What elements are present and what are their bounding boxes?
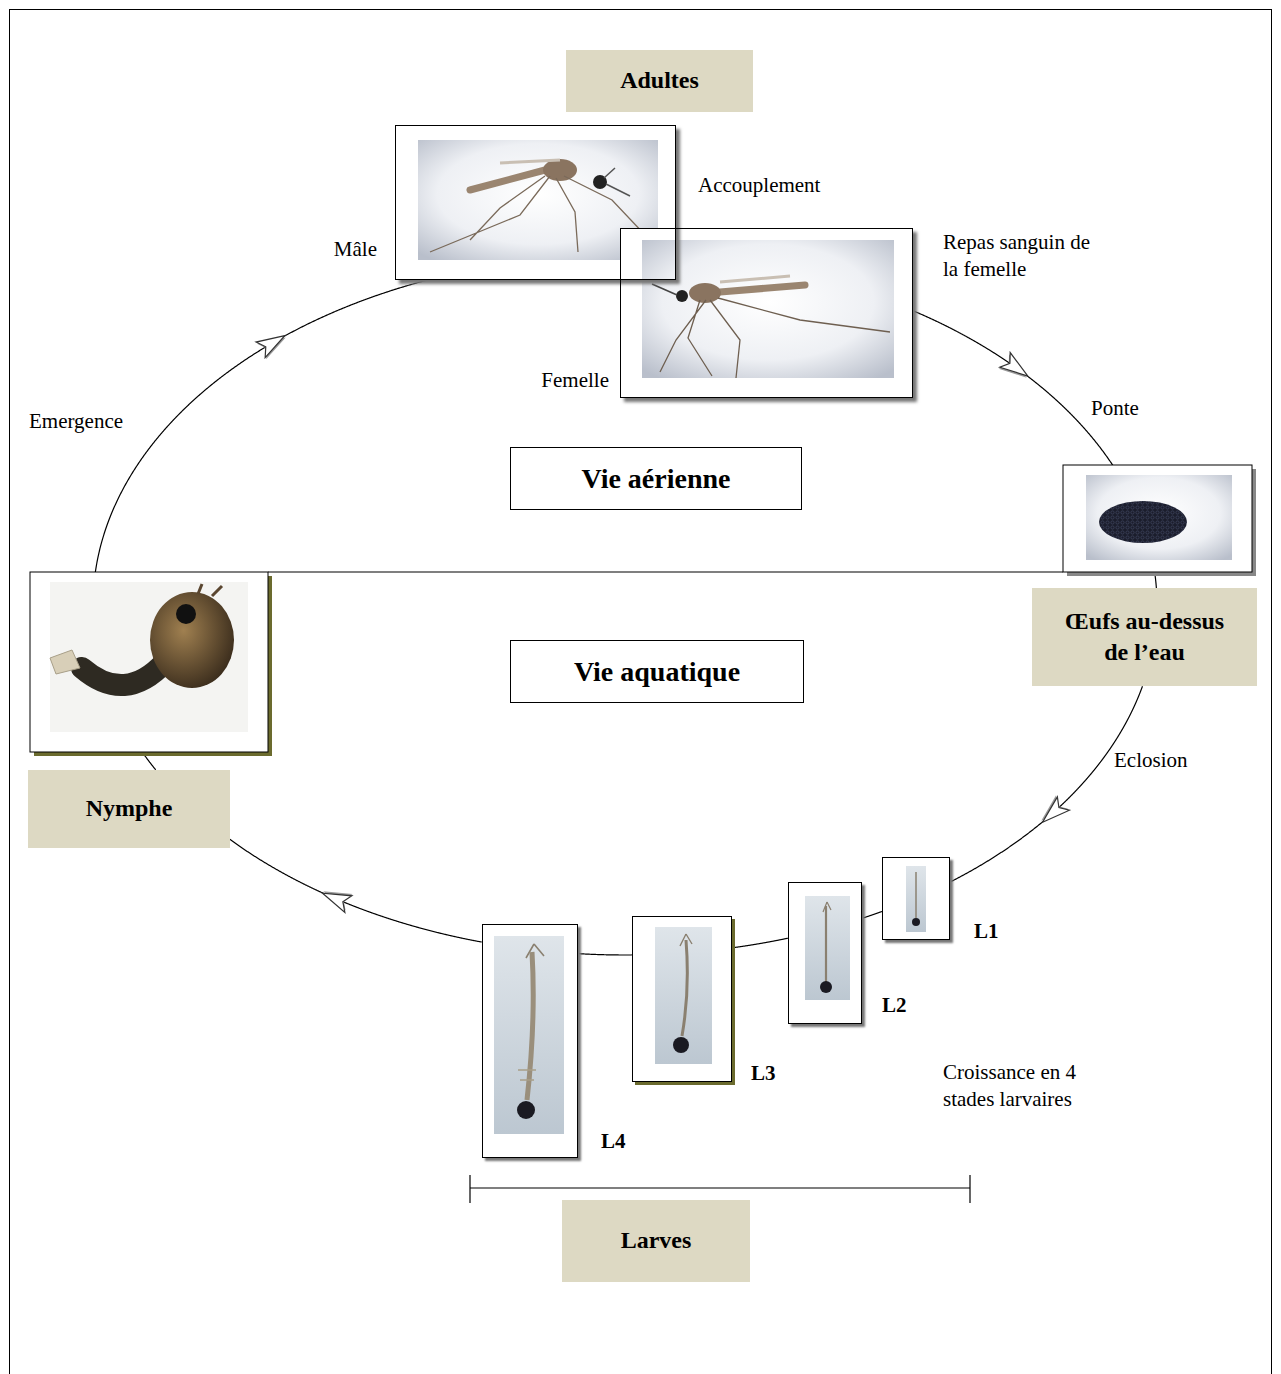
zone-label: Vie aérienne	[581, 461, 730, 496]
zone-box: Vie aquatique	[510, 640, 804, 703]
zone-box: Vie aérienne	[510, 447, 802, 510]
edge-label: Eclosion	[1114, 747, 1188, 774]
egg-raft-photo	[1063, 465, 1256, 576]
instar-label: L1	[974, 919, 999, 943]
stage-title-text: Larves	[621, 1225, 692, 1256]
larva-frame: L4	[482, 924, 578, 1158]
photo-caption: Femelle	[541, 368, 609, 392]
cycle-arc	[732, 938, 788, 948]
instar-label: L2	[882, 993, 907, 1017]
larva-photo-l2	[788, 882, 862, 1024]
photo-frame: Femelle	[620, 228, 913, 398]
cycle-arc	[950, 686, 1143, 882]
instar-label: L4	[601, 1129, 626, 1153]
arrow-head	[999, 353, 1033, 386]
instar-label: L3	[751, 1061, 776, 1085]
stage-title: Larves	[562, 1200, 750, 1282]
stage-title: Adultes	[566, 50, 753, 112]
photo-frame: Mâle	[395, 125, 676, 280]
arrow-head	[319, 883, 353, 912]
annotation-label: Accouplement	[698, 172, 820, 199]
cycle-arc	[230, 839, 482, 942]
stage-title-text: Nymphe	[86, 793, 173, 824]
outer-frame	[10, 10, 1272, 1374]
annotation-label: Croissance en 4 stades larvaires	[943, 1059, 1121, 1114]
stage-title: Nymphe	[28, 770, 230, 848]
cycle-arc	[862, 911, 882, 918]
edge-label: Ponte	[1091, 395, 1139, 422]
larva-frame: L2	[788, 882, 862, 1024]
zone-label: Vie aquatique	[574, 654, 740, 689]
larva-photo-l4	[482, 924, 578, 1158]
larva-frame: L3	[632, 916, 732, 1082]
stage-title-text: Adultes	[620, 65, 699, 96]
air-water-divider	[268, 571, 1063, 572]
stage-title-text: Œufs au-dessus de l’eau	[1062, 606, 1227, 668]
cycle-arc	[578, 954, 632, 955]
larva-frame: L1	[882, 857, 950, 940]
photo-caption: Mâle	[334, 237, 378, 261]
larva-photo-l1	[882, 857, 950, 940]
stage-title: Œufs au-dessus de l’eau	[1032, 588, 1257, 686]
edge-label: Emergence	[29, 408, 123, 435]
female-mosquito-photo	[620, 228, 913, 398]
larva-photo-l3	[632, 916, 732, 1082]
arrow-head	[256, 328, 290, 359]
larvae-bracket	[470, 1175, 970, 1203]
arrow-head	[1035, 795, 1069, 829]
pupa-photo	[30, 572, 272, 756]
annotation-label: Repas sanguin de la femelle	[943, 229, 1105, 284]
